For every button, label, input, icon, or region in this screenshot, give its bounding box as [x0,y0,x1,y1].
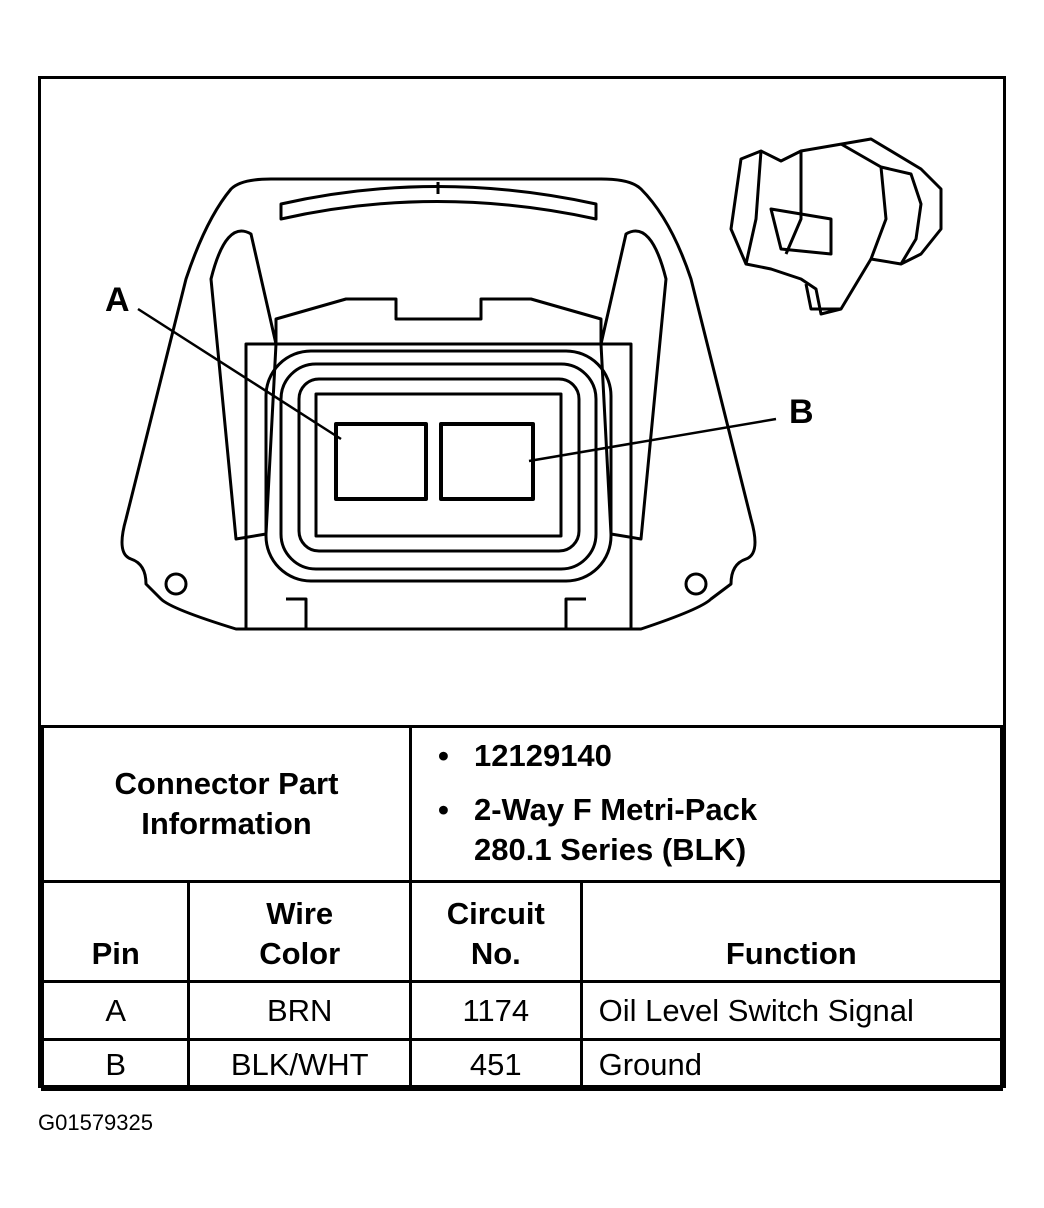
part-number: 12129140 [438,736,1000,776]
row-b-circuit: 451 [408,1038,583,1091]
table-row: A BRN 1174 Oil Level Switch Signal [40,980,1004,1041]
cavity-frame [314,392,563,538]
row-a-pin: A [40,980,191,1041]
bottom-slot-left [286,597,308,629]
terminal-cavity-a [334,422,428,501]
seal-ring-inner [297,377,581,553]
row-a-function: Oil Level Switch Signal [579,980,1004,1041]
part-info-label-line-1: Connector Part [114,766,339,801]
table-row: B BLK/WHT 451 Ground [40,1038,1004,1091]
connector-outer-body [120,177,757,631]
connector-isometric-view [729,137,943,316]
pin-label-b: B [789,393,814,431]
seal-ring-outer [264,349,613,583]
connector-drawing [120,137,943,631]
header-function: Function [579,880,1004,983]
row-b-pin: B [40,1038,191,1091]
inner-housing [244,342,633,631]
right-mount-hole [684,572,708,596]
figure-id: G01579325 [38,1110,153,1135]
part-info-label-line-2: Information [141,806,312,841]
row-b-wire-color: BLK/WHT [187,1038,412,1091]
right-latch-arm [599,229,668,541]
header-pin: Pin [40,880,191,983]
pin-label-a: A [105,281,130,319]
part-info-label: Connector Part Information [41,725,412,883]
left-mount-hole [164,572,188,596]
connector-top-arc [279,185,598,221]
terminal-cavity-b [439,422,535,501]
row-a-circuit: 1174 [408,980,583,1041]
seal-ring-middle [279,362,598,571]
diagram-frame: A B Connector Part Information 12129140 … [38,76,1006,1091]
row-a-wire-color: BRN [187,980,412,1041]
pin-a-leader [137,307,342,441]
connector-info-table: Connector Part Information 12129140 2-Wa… [40,725,1004,1091]
pin-b-leader [528,417,777,463]
bottom-slot-right [564,597,586,629]
part-info-row: Connector Part Information 12129140 2-Wa… [41,725,1004,883]
lock-tab [274,297,603,346]
row-b-function: Ground [579,1038,1004,1091]
left-latch-arm [209,229,278,541]
